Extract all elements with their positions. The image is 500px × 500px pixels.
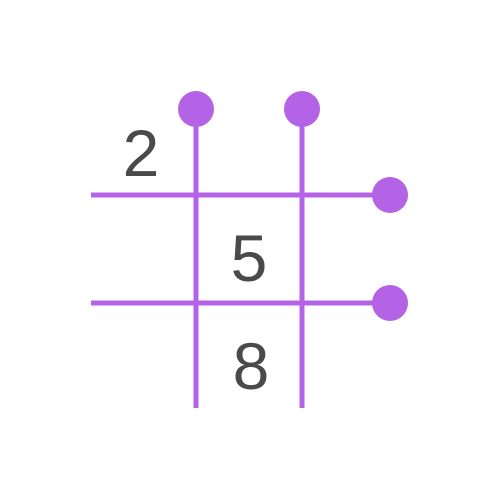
cell-digit-r2c1: 8 — [233, 329, 270, 403]
circle-handle-icon[interactable] — [178, 91, 214, 127]
circle-handle-icon[interactable] — [372, 177, 408, 213]
cell-digit-r1c1: 5 — [231, 221, 268, 295]
circle-handle-icon[interactable] — [372, 285, 408, 321]
circle-handle-icon[interactable] — [284, 91, 320, 127]
cell-digit-r0c0: 2 — [123, 116, 160, 190]
